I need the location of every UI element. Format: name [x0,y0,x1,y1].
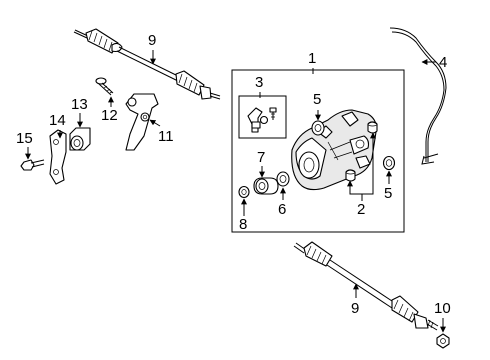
callout-5-upper: 5 [313,91,321,108]
callout-4: 4 [439,54,447,71]
callout-9-lower: 9 [351,300,359,317]
support-bracket[interactable] [49,129,67,185]
assembly-group-box [231,69,405,233]
callout-14: 14 [49,112,66,129]
callout-13: 13 [71,96,88,113]
callout-5-right: 5 [384,185,392,202]
mount-bushing-upper[interactable] [367,121,378,134]
lower-half-shaft[interactable] [293,241,439,331]
differential-housing[interactable] [291,109,377,191]
washer[interactable] [238,185,250,199]
callout-8: 8 [239,216,247,233]
sensor-bolt[interactable] [269,107,277,120]
callout-12: 12 [101,107,118,124]
callout-7: 7 [257,149,265,166]
pinion-flange[interactable] [253,177,279,195]
callout-11: 11 [158,128,174,145]
callout-6: 6 [278,201,286,218]
speed-sensor[interactable] [247,107,269,133]
callout-3: 3 [255,74,263,91]
upper-half-shaft[interactable] [73,28,221,100]
pinion-seal[interactable] [276,171,290,187]
support-screw[interactable] [20,159,45,171]
callout-9-upper: 9 [148,32,156,49]
callout-2: 2 [357,201,365,218]
insulator-bushing[interactable] [69,127,91,151]
axle-nut[interactable] [436,333,450,349]
vent-hose[interactable] [389,27,447,165]
callout-labels: 1 2 3 4 5 5 6 7 8 9 9 10 11 12 13 14 15 [16,32,451,317]
axle-seal-right[interactable] [382,155,396,171]
axle-seal-upper[interactable] [311,120,325,136]
callout-15: 15 [16,130,33,147]
mount-bushing-lower[interactable] [345,169,356,182]
callout-10: 10 [434,300,451,317]
leader-11 [149,119,161,127]
mount-bracket[interactable] [125,93,159,151]
callout-1: 1 [308,50,316,67]
bracket-bolt[interactable] [95,77,114,96]
sensor-inset-box [238,95,287,139]
leader-lines [25,50,446,333]
